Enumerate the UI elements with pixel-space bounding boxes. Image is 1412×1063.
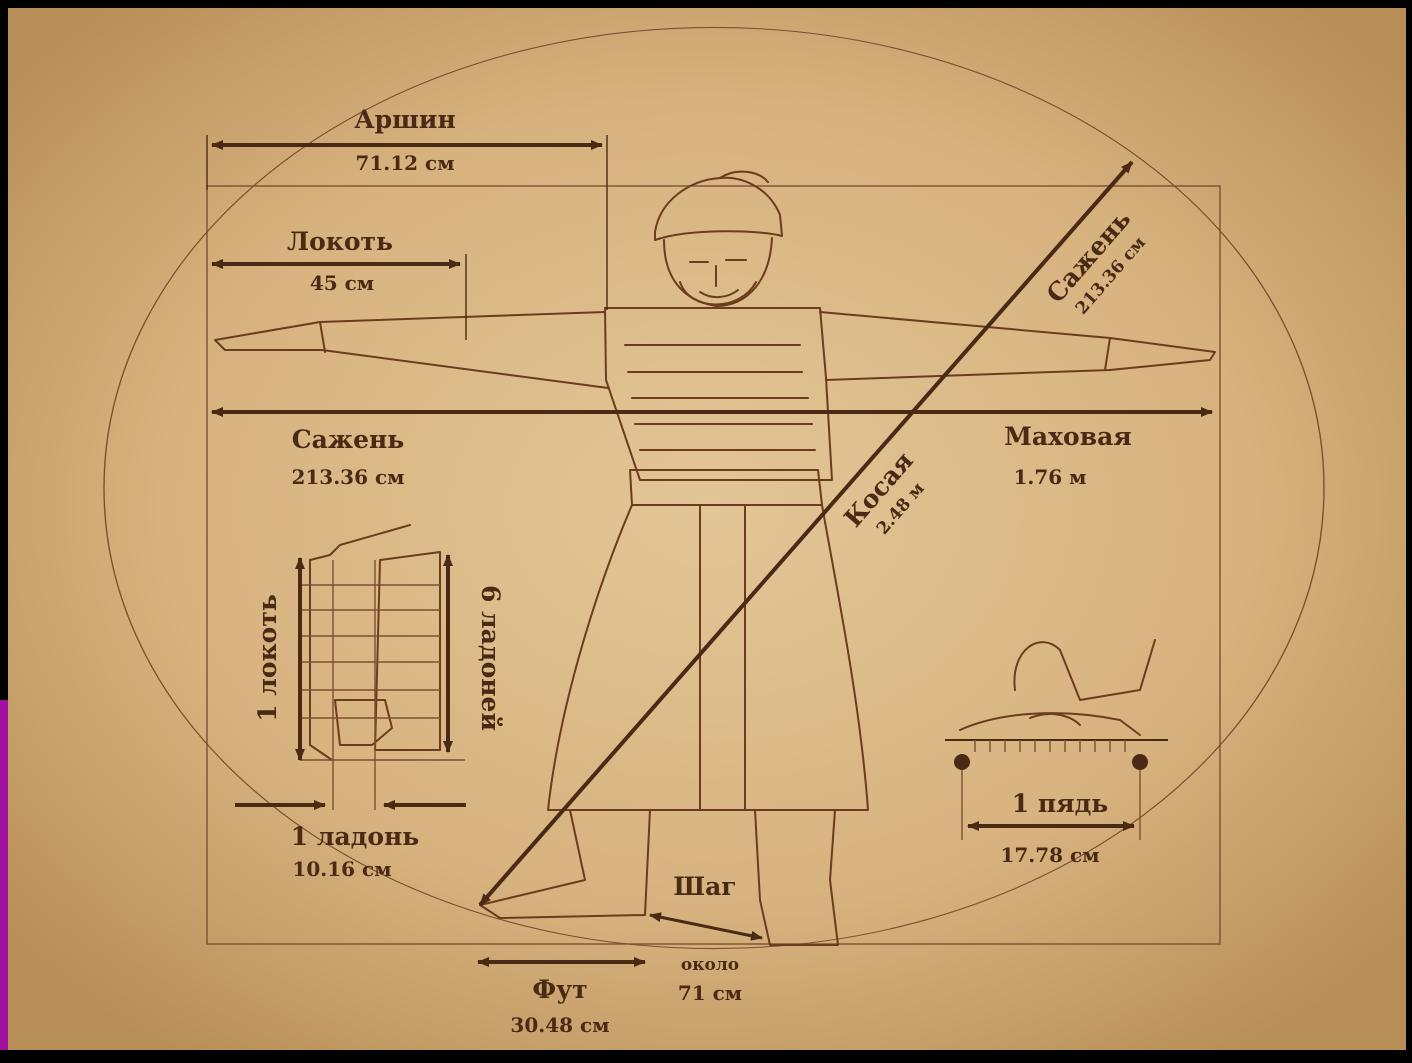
fut-value: 30.48 см <box>510 1013 609 1037</box>
pyad-label: 1 пядь <box>1012 789 1109 818</box>
shag-note: около <box>681 955 739 975</box>
purple-edge-accent <box>0 700 8 1050</box>
makhovaya-label: Маховая <box>1004 422 1132 451</box>
makhovaya-value: 1.76 м <box>1013 465 1086 489</box>
shag-label: Шаг <box>673 872 736 901</box>
shag-value: 71 см <box>678 981 742 1005</box>
sazhen-label: Сажень <box>292 425 405 454</box>
pyad-value: 17.78 см <box>1000 843 1099 867</box>
arshin-value: 71.12 см <box>355 151 454 175</box>
sazhen-value: 213.36 см <box>291 465 404 489</box>
ladon-value: 10.16 см <box>292 857 391 881</box>
ladon-label: 1 ладонь <box>291 822 420 851</box>
six-ladoney-label: 6 ладоней <box>476 585 505 731</box>
one-lokot-label: 1 локоть <box>253 594 282 722</box>
fut-label: Фут <box>532 975 587 1004</box>
lokot-label: Локоть <box>287 227 393 256</box>
lokot-value: 45 см <box>310 271 374 295</box>
arshin-label: Аршин <box>354 105 456 134</box>
